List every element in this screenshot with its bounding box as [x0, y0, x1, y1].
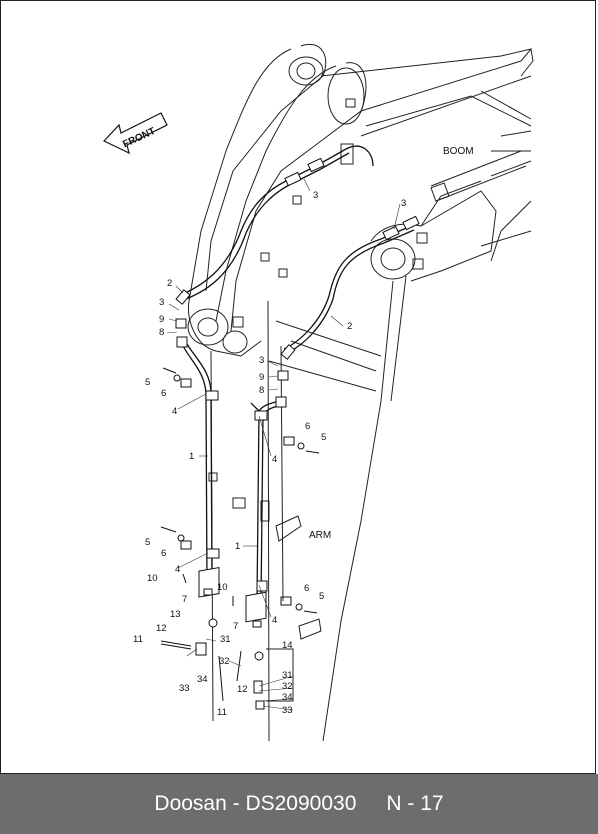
callout: 7 — [182, 594, 187, 605]
boom-label: BOOM — [443, 146, 474, 157]
callout: 5 — [321, 432, 326, 443]
page-footer: Doosan - DS2090030 N - 17 — [0, 774, 598, 834]
callout: 8 — [159, 327, 164, 338]
callout: 4 — [175, 564, 180, 575]
callout: 4 — [172, 406, 177, 417]
callout: 3 — [159, 297, 164, 308]
callout: 2 — [167, 278, 172, 289]
callout: 5 — [145, 377, 150, 388]
callout: 14 — [282, 640, 293, 651]
hoses — [182, 145, 415, 602]
callout: 12 — [237, 684, 248, 695]
callout: 13 — [170, 609, 181, 620]
fittings — [175, 157, 420, 710]
footer-title: Doosan - DS2090030 — [154, 792, 357, 815]
arm-label: ARM — [309, 530, 331, 541]
callout: 5 — [319, 591, 324, 602]
callout: 5 — [145, 537, 150, 548]
callout: 10 — [217, 582, 228, 593]
hydraulic-piping-diagram: FRONT BOOM ARM 2 3 9 8 3 3 2 3 9 8 5 6 4… — [103, 43, 534, 742]
callout: 9 — [259, 372, 264, 383]
bolts — [160, 367, 320, 702]
callout: 3 — [313, 190, 318, 201]
callout: 32 — [219, 656, 230, 667]
callout: 3 — [259, 355, 264, 366]
callout: 6 — [161, 548, 166, 559]
callout: 1 — [189, 451, 194, 462]
callout: 9 — [159, 314, 164, 325]
callout: 34 — [197, 674, 208, 685]
callout: 7 — [233, 621, 238, 632]
callout: 6 — [304, 583, 309, 594]
front-direction-arrow-icon — [103, 112, 168, 155]
boom-structure — [187, 43, 534, 742]
callout: 34 — [282, 692, 293, 703]
callout: 31 — [282, 670, 293, 681]
callout: 11 — [217, 707, 227, 718]
footer-page-number: N - 17 — [386, 792, 444, 815]
callout: 4 — [272, 454, 277, 465]
callout: 11 — [133, 634, 143, 645]
callout: 33 — [282, 705, 293, 716]
callout: 6 — [305, 421, 310, 432]
callout: 12 — [156, 623, 167, 634]
callout: 4 — [272, 615, 277, 626]
callout: 6 — [161, 388, 166, 399]
callout: 10 — [147, 573, 158, 584]
callout: 31 — [220, 634, 231, 645]
callout: 3 — [401, 198, 406, 209]
callout: 2 — [347, 321, 352, 332]
callout: 33 — [179, 683, 190, 694]
callout: 32 — [282, 681, 293, 692]
leader-lines — [166, 178, 401, 711]
diagram-frame: FRONT BOOM ARM 2 3 9 8 3 3 2 3 9 8 5 6 4… — [0, 0, 596, 774]
callout: 1 — [235, 541, 240, 552]
part-callouts: 2 3 9 8 3 3 2 3 9 8 5 6 4 1 6 5 4 5 6 1 … — [133, 190, 406, 718]
callout: 8 — [259, 385, 264, 396]
